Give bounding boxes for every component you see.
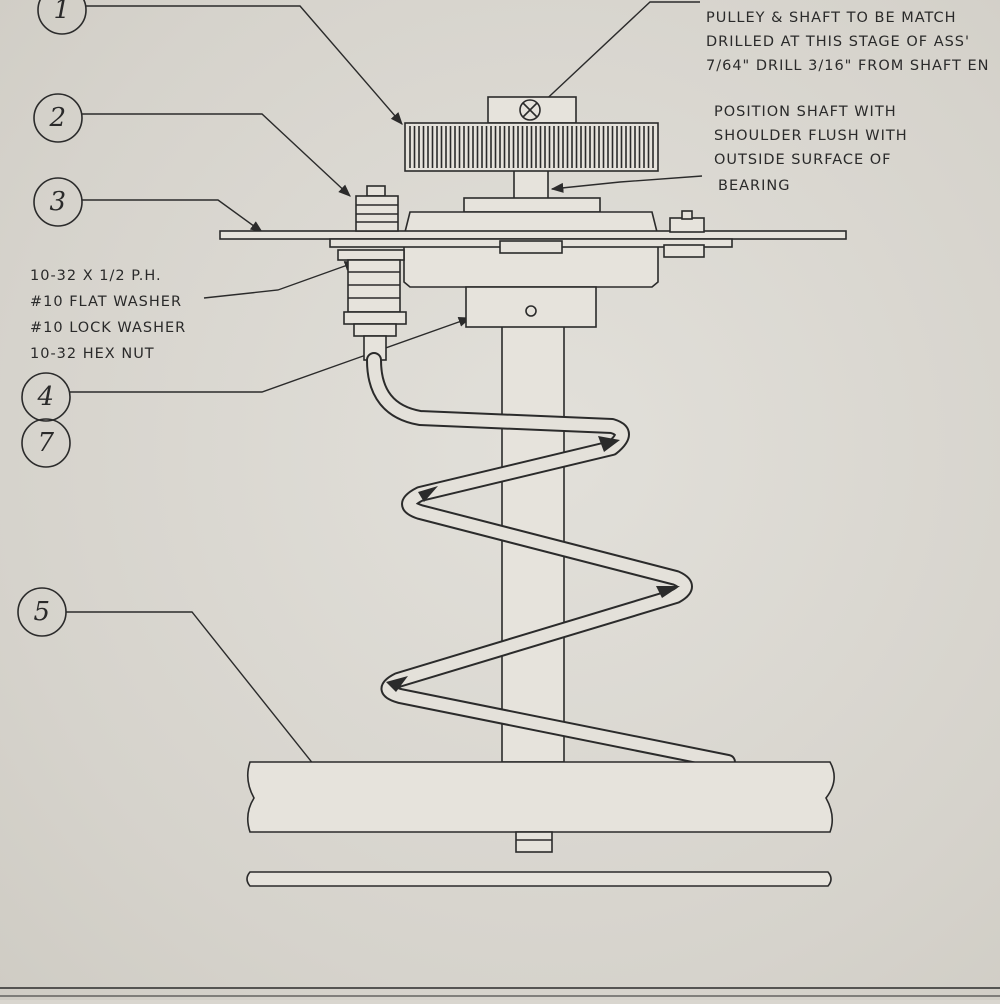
hardware-note-line-1: 10-32 X 1/2 P.H. <box>30 268 162 284</box>
spring <box>366 352 736 770</box>
pulley-note-line-2: DRILLED AT THIS STAGE OF ASS' <box>706 34 970 50</box>
base-plate-lower <box>246 871 832 887</box>
leader-1 <box>86 5 403 125</box>
pulley-drill-hole <box>519 99 541 121</box>
leader-pulley-note <box>536 1 700 109</box>
bearing <box>403 197 659 328</box>
balloon-4: 4 <box>21 372 71 422</box>
leader-4 <box>70 317 472 393</box>
shaft-neck <box>513 169 549 203</box>
balloon-5-label: 5 <box>33 597 50 627</box>
leader-lines <box>66 1 703 781</box>
shaft-note-line-1: POSITION SHAFT WITH <box>714 104 897 120</box>
balloon-5: 5 <box>17 587 67 637</box>
hardware-note-line-2: #10 FLAT WASHER <box>30 294 182 310</box>
shaft-note-line-3: OUTSIDE SURFACE OF <box>714 152 892 168</box>
pulley <box>404 96 659 172</box>
hardware-note-line-4: 10-32 HEX NUT <box>30 346 155 362</box>
pulley-note-line-1: PULLEY & SHAFT TO BE MATCH <box>706 10 957 26</box>
pulley-note-line-3: 7/64" DRILL 3/16" FROM SHAFT EN <box>706 58 990 74</box>
leader-5 <box>66 611 327 781</box>
pulley-hub <box>487 96 577 124</box>
balloon-2: 2 <box>33 93 83 143</box>
pulley-note: PULLEY & SHAFT TO BE MATCH DRILLED AT TH… <box>706 10 990 74</box>
hardware-note: 10-32 X 1/2 P.H. #10 FLAT WASHER #10 LOC… <box>30 268 186 362</box>
balloon-4-label: 4 <box>36 382 54 412</box>
leader-3 <box>82 199 264 233</box>
leader-2 <box>82 113 351 197</box>
mounting-plate <box>219 230 847 254</box>
balloon-3-label: 3 <box>49 187 66 217</box>
shaft-note-line-2: SHOULDER FLUSH WITH <box>714 128 908 144</box>
shaft-note-line-4: BEARING <box>718 178 790 194</box>
pulley-teeth <box>409 126 654 168</box>
balloon-1: 1 <box>37 0 87 35</box>
collar-set-screw <box>525 305 537 317</box>
leader-shaft-note <box>550 175 703 193</box>
shaft-collar <box>465 286 597 328</box>
balloon-1-label: 1 <box>53 0 70 25</box>
leader-hardware-note <box>203 261 358 299</box>
bearing-cap <box>463 197 601 213</box>
balloon-2-label: 2 <box>48 103 66 133</box>
balloon-7: 7 <box>21 418 71 468</box>
balloon-3: 3 <box>33 177 83 227</box>
balloon-7-label: 7 <box>37 428 54 458</box>
right-screw <box>663 210 705 258</box>
hardware-note-line-3: #10 LOCK WASHER <box>30 320 186 336</box>
terminal-hardware <box>337 185 407 361</box>
shaft-note: POSITION SHAFT WITH SHOULDER FLUSH WITH … <box>714 104 908 194</box>
base-plate <box>246 761 835 887</box>
base-nut <box>515 831 553 853</box>
